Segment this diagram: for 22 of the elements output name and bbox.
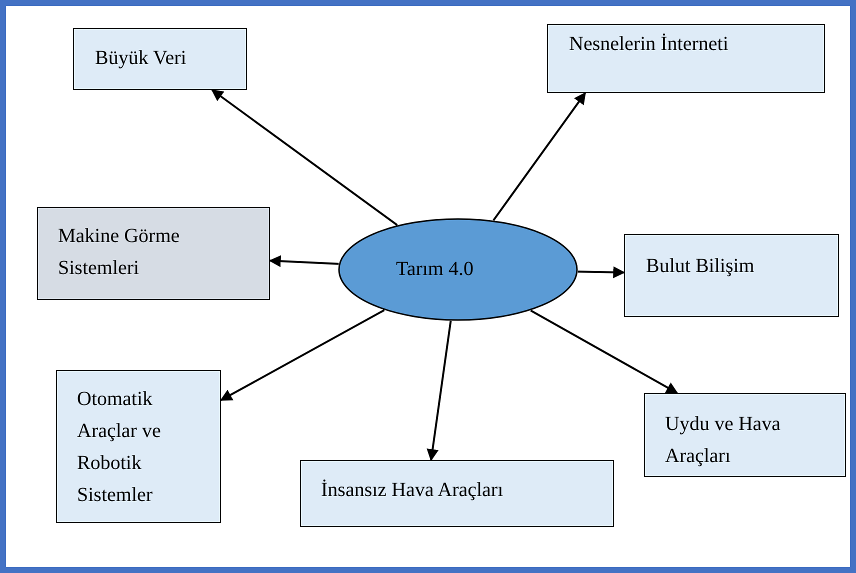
- node-label: Tarım 4.0: [396, 257, 474, 282]
- concept-box: [300, 460, 614, 527]
- arrow: [211, 89, 398, 226]
- node-label: Makine Görme Sistemleri: [58, 224, 181, 281]
- arrow: [220, 309, 385, 402]
- concept-box: [644, 393, 846, 477]
- arrow: [530, 310, 678, 394]
- node-label: Otomatik Araçlar ve Robotik Sistemler: [77, 387, 162, 508]
- node-label: Bulut Bilişim: [646, 254, 756, 279]
- arrow: [578, 266, 626, 278]
- arrow: [268, 255, 339, 268]
- node-label: Büyük Veri: [95, 46, 188, 71]
- arrow: [492, 92, 586, 221]
- node-label: Uydu ve Hava Araçları: [665, 412, 782, 469]
- concept-box: [624, 234, 839, 317]
- concept-box: [73, 28, 247, 90]
- concept-box: [547, 24, 825, 93]
- concept-box: [56, 370, 221, 523]
- node-label: Nesnelerin İnterneti: [569, 32, 730, 57]
- arrow: [426, 320, 452, 462]
- concept-box: [37, 207, 270, 300]
- node-label: İnsansız Hava Araçları: [321, 478, 504, 503]
